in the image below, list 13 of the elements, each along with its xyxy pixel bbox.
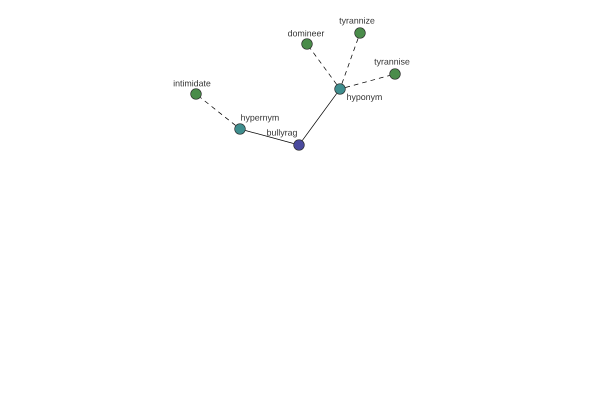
node-label: hypernym <box>241 114 279 122</box>
node-label: domineer <box>288 30 324 36</box>
node-label: tyrannize <box>339 17 374 26</box>
connector-line <box>245 130 294 144</box>
node-label: hyponym <box>347 94 382 102</box>
connector-line <box>345 75 390 88</box>
node-label: intimidate <box>174 80 210 86</box>
connector-line <box>310 48 338 85</box>
connector-line <box>342 38 358 84</box>
connector-line <box>302 93 338 141</box>
node-label: tyrannise <box>374 58 410 66</box>
node-label: bullyrag <box>267 129 297 138</box>
connector-line <box>200 97 236 126</box>
